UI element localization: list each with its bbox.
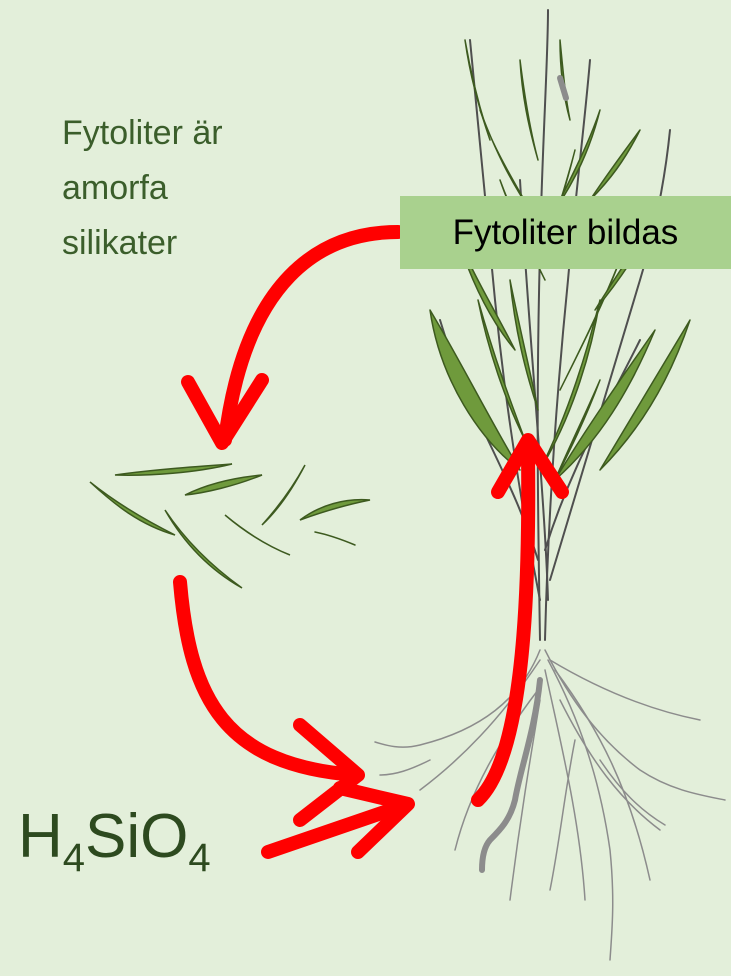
fallen-leaves [90,464,370,588]
grey-leaf-tip [560,78,566,98]
arrows [180,232,562,852]
plant-stems [440,10,670,640]
formula-h-subscript: 4 [63,836,85,880]
caption-phytoliths-amorphous: Fytoliter är amorfa silikater [62,106,223,271]
caption-line-3: silikater [62,224,177,262]
formula-sio: SiO [85,802,188,871]
caption-line-1: Fytoliter är [62,114,223,152]
caption-line-2: amorfa [62,169,168,207]
plant-roots [375,650,725,960]
label-phytoliths-formed-text: Fytoliter bildas [453,213,679,253]
formula-h: H [18,802,63,871]
plant [430,10,690,640]
label-phytoliths-formed: Fytoliter bildas [400,196,731,269]
formula-o-subscript: 4 [188,836,210,880]
formula-silicic-acid: H4SiO4 [18,806,211,878]
arrow-uptake [478,455,528,800]
